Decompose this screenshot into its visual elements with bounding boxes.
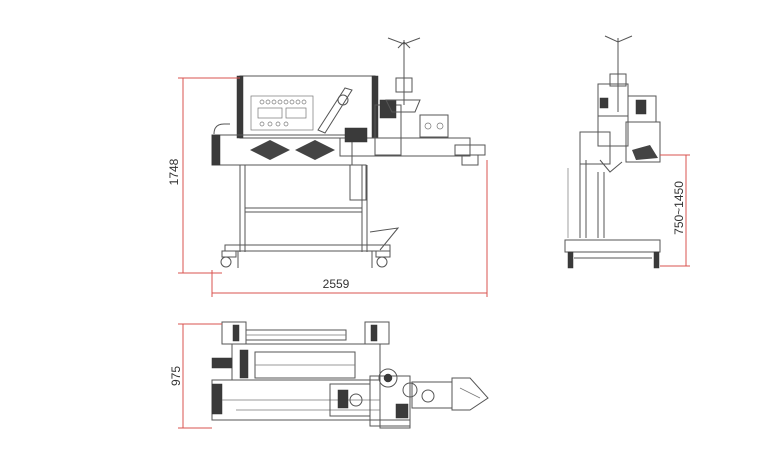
- vent-mesh-left: [250, 140, 290, 160]
- depth-dimension: 975: [169, 323, 222, 429]
- height-dimension: 1748: [167, 77, 240, 274]
- caster-right: [371, 250, 391, 268]
- depth-label: 975: [169, 366, 183, 386]
- side-view: 750~1450: [564, 35, 690, 269]
- panel-buttons: [259, 99, 307, 127]
- width-dimension: 2559: [211, 160, 488, 297]
- caster-left: [220, 250, 239, 268]
- front-view: 1748 2559: [167, 37, 488, 297]
- height-label: 1748: [167, 158, 181, 185]
- top-view: 975: [169, 321, 489, 429]
- adjust-dimension: 750~1450: [660, 154, 690, 267]
- vent-mesh-right: [295, 140, 335, 160]
- adjust-label: 750~1450: [672, 181, 686, 235]
- width-label: 2559: [323, 277, 350, 291]
